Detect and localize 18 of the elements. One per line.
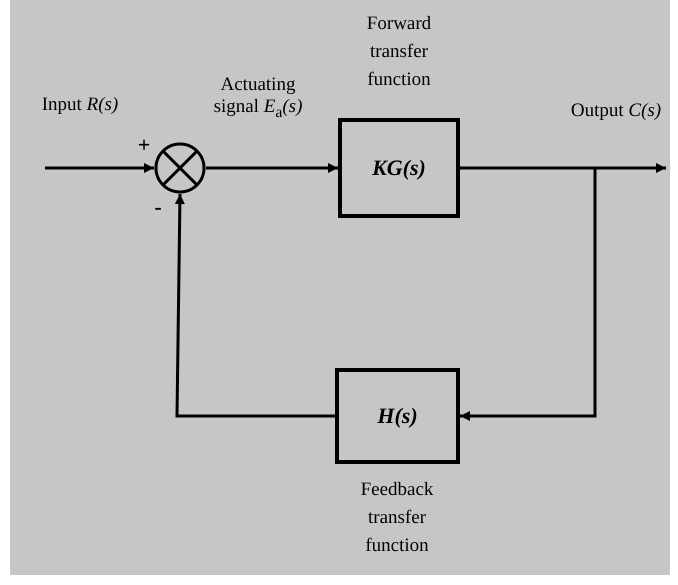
sign-label: + (136, 134, 152, 156)
signal-line (460, 166, 595, 170)
signal-label: Input R(s) (40, 94, 120, 116)
signal-label: Output C(s) (570, 100, 662, 122)
arrow (174, 194, 335, 418)
signal-label: Actuating signal E$_{a}$(s) (212, 74, 304, 123)
sign-label: - (153, 196, 163, 218)
arrow (206, 163, 338, 173)
transfer-function-block (338, 118, 460, 218)
block-caption: Feedback transfer function (360, 478, 434, 558)
arrow (45, 163, 154, 173)
transfer-function-text: KG(s) (372, 155, 426, 181)
summing-junction (154, 142, 206, 194)
transfer-function-block (335, 368, 460, 464)
transfer-function-text: H(s) (377, 403, 418, 429)
arrow (460, 168, 596, 421)
block-caption: Forward transfer function (366, 12, 432, 92)
arrow (595, 163, 666, 173)
